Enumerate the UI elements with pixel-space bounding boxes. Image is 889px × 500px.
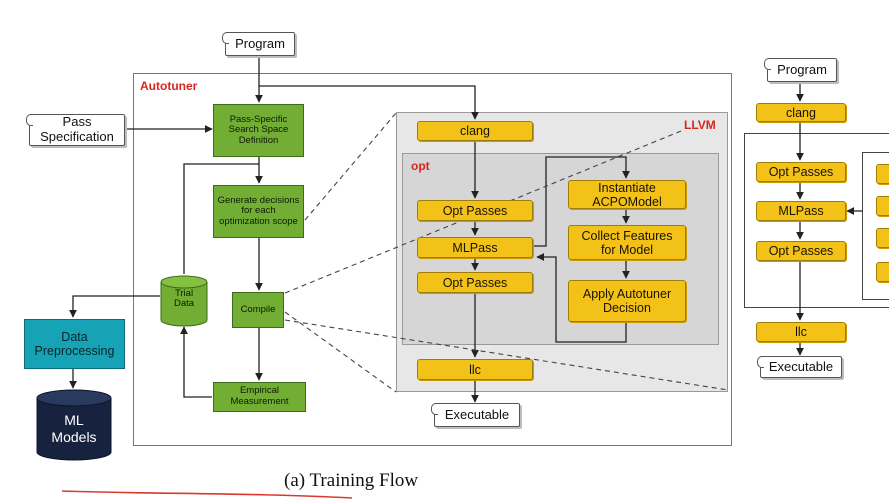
edge-apply-mlpass — [536, 253, 627, 343]
opt-label: opt — [411, 159, 430, 173]
right-clang-box: clang — [756, 103, 846, 122]
apply-autotuner-decision-box: Apply Autotuner Decision — [568, 280, 686, 322]
clang-box: clang — [417, 121, 533, 141]
autotuner-frame — [133, 73, 732, 446]
pass-specific-box: Pass-Specific Search Space Definition — [213, 104, 304, 157]
ml-models-cylinder — [36, 389, 112, 461]
pass-specification-scroll: Pass Specification — [26, 114, 125, 146]
generate-decisions-box: Generate decisions for each optimization… — [213, 185, 304, 238]
right-hidden-box-1 — [876, 164, 889, 184]
right-program-scroll: Program — [764, 58, 837, 82]
trial-data-label: Trial Data — [173, 288, 195, 310]
edge-trial-generate — [183, 163, 259, 274]
instantiate-acpomodel-box: Instantiate ACPOModel — [568, 180, 686, 209]
right-opt-passes-1-box: Opt Passes — [756, 162, 846, 182]
collect-features-box: Collect Features for Model — [568, 225, 686, 260]
right-executable-scroll: Executable — [757, 356, 842, 378]
opt-passes-2-box: Opt Passes — [417, 272, 533, 293]
edge-empirical-trial — [180, 326, 212, 398]
right-mlpass-box: MLPass — [756, 201, 846, 221]
llc-box: llc — [417, 359, 533, 380]
mlpass-box: MLPass — [417, 237, 533, 258]
zoom-line-3 — [284, 319, 729, 391]
ml-models-label: ML Models — [51, 412, 97, 445]
compile-box: Compile — [232, 292, 284, 328]
llvm-label: LLVM — [684, 118, 716, 132]
zoom-line-1 — [304, 112, 397, 221]
data-preprocessing-box: Data Preprocessing — [24, 319, 125, 369]
program-scroll: Program — [222, 32, 295, 56]
right-hidden-box-2 — [876, 196, 889, 216]
figure-caption: (a) Training Flow — [284, 470, 419, 491]
autotuner-label: Autotuner — [140, 79, 198, 93]
right-hidden-box-4 — [876, 262, 889, 282]
right-hidden-box-3 — [876, 228, 889, 248]
trial-data-cylinder — [160, 275, 208, 327]
empirical-measurement-box: Empirical Measurement — [213, 382, 306, 412]
red-underline — [61, 490, 353, 499]
executable-scroll: Executable — [431, 403, 520, 427]
right-opt-passes-2-box: Opt Passes — [756, 241, 846, 261]
opt-passes-1-box: Opt Passes — [417, 200, 533, 221]
edge-program-clang — [259, 85, 479, 120]
edge-mlpass-instantiate — [534, 156, 630, 247]
right-llc-box: llc — [756, 322, 846, 342]
edge-trial-preprocessing — [69, 295, 160, 318]
zoom-line-4 — [284, 311, 397, 393]
